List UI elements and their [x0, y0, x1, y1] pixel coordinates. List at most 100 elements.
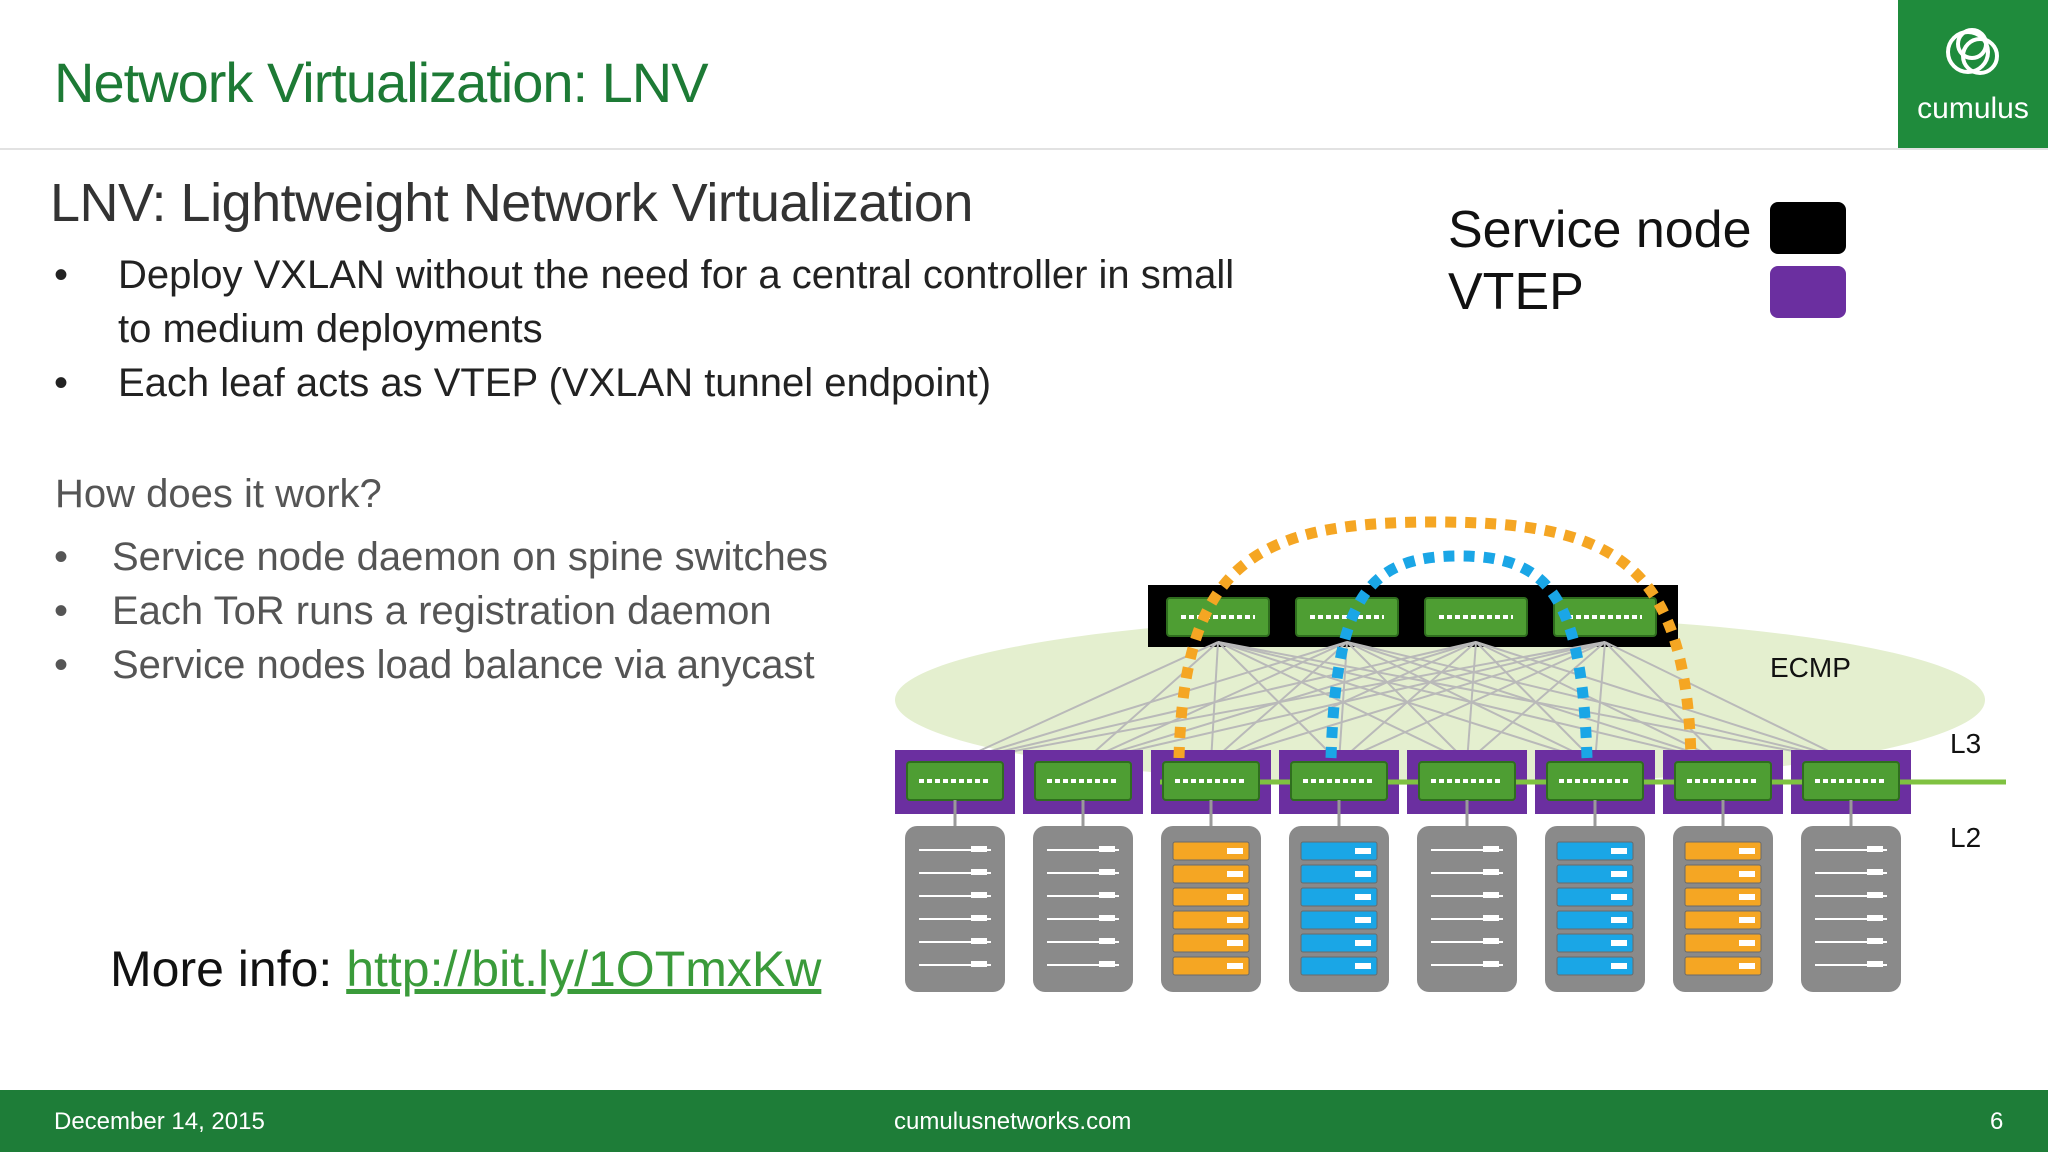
ecmp-link	[1604, 641, 1724, 763]
server-led	[1483, 915, 1499, 921]
server-led	[1739, 917, 1755, 923]
server-slot	[1684, 864, 1762, 884]
server-led	[1099, 869, 1115, 875]
l2-label: L2	[1950, 822, 1982, 853]
cumulus-logo: cumulus	[1898, 0, 2048, 148]
ecmp-link	[1210, 641, 1606, 763]
server-led	[1099, 961, 1115, 967]
server-slot	[1172, 864, 1250, 884]
server-slot	[1172, 910, 1250, 930]
ecmp-link	[1594, 641, 1606, 763]
server-slot	[1300, 887, 1378, 907]
footer-page-number: 6	[1990, 1108, 2004, 1135]
server-led	[1355, 848, 1371, 854]
ecmp-link	[954, 641, 1219, 763]
server-slot	[1300, 933, 1378, 953]
more-info: More info: http://bit.ly/1OTmxKw	[110, 940, 821, 998]
server-led	[1227, 871, 1243, 877]
server-led	[1355, 963, 1371, 969]
server-led	[1611, 940, 1627, 946]
server-slot	[1172, 841, 1250, 861]
server-slot	[1556, 841, 1634, 861]
ecmp-link	[954, 641, 1477, 763]
server-led	[1227, 894, 1243, 900]
server-rack	[905, 826, 1005, 992]
bullet-text: Deploy VXLAN without the need for a cent…	[118, 253, 1235, 351]
server-led	[1355, 917, 1371, 923]
server-led	[1611, 894, 1627, 900]
orange-tunnel	[1173, 516, 1697, 759]
ecmp-link	[1466, 641, 1606, 763]
how-bullet-list: • Service node daemon on spine switches •…	[50, 530, 828, 692]
server-led	[1867, 846, 1883, 852]
server-slot	[1556, 956, 1634, 976]
slide-title: Network Virtualization: LNV	[54, 51, 709, 114]
server-led	[1227, 940, 1243, 946]
server-led	[1611, 917, 1627, 923]
server-slot	[1556, 864, 1634, 884]
slide-subtitle: LNV: Lightweight Network Virtualization	[50, 173, 973, 233]
footer-date: December 14, 2015	[54, 1108, 265, 1135]
l3-label: L3	[1950, 728, 1982, 759]
ecmp-link	[1604, 641, 1852, 763]
server-slot	[1556, 887, 1634, 907]
footer-site: cumulusnetworks.com	[894, 1108, 1132, 1135]
legend-swatch-vtep	[1770, 266, 1846, 318]
server-led	[971, 938, 987, 944]
bullet-dot-icon: •	[54, 253, 69, 297]
server-led	[1099, 938, 1115, 944]
server-led	[1227, 963, 1243, 969]
server-led	[1867, 892, 1883, 898]
header: Network Virtualization: LNV cumulus	[0, 0, 2048, 150]
server-slot	[1684, 887, 1762, 907]
server-rack	[1033, 826, 1133, 992]
server-slot	[1684, 933, 1762, 953]
server-led	[1099, 846, 1115, 852]
server-led	[1355, 871, 1371, 877]
server-led	[971, 892, 987, 898]
more-info-link[interactable]: http://bit.ly/1OTmxKw	[346, 941, 822, 997]
server-led	[1355, 894, 1371, 900]
cumulus-logo-icon	[1946, 28, 1999, 75]
legend-label-vtep: VTEP	[1448, 263, 1584, 321]
server-led	[1739, 963, 1755, 969]
server-slot	[1556, 910, 1634, 930]
footer: December 14, 2015 cumulusnetworks.com 6	[0, 1090, 2048, 1152]
server-slot	[1300, 956, 1378, 976]
bullet-text: Each leaf acts as VTEP (VXLAN tunnel end…	[118, 361, 992, 405]
bullet-text: Service node daemon on spine switches	[112, 535, 828, 579]
ecmp-link	[1338, 641, 1606, 763]
bullet-text: Each ToR runs a registration daemon	[112, 589, 772, 633]
server-led	[971, 846, 987, 852]
legend-label-service-node: Service node	[1448, 201, 1752, 259]
server-led	[1611, 848, 1627, 854]
bullet-item: • Each leaf acts as VTEP (VXLAN tunnel en…	[50, 356, 1250, 410]
bullet-item: • Service node daemon on spine switches	[50, 530, 828, 584]
server-led	[1867, 869, 1883, 875]
intro-bullet-list: • Deploy VXLAN without the need for a cen…	[50, 248, 1250, 410]
server-led	[1739, 940, 1755, 946]
server-led	[1867, 961, 1883, 967]
server-led	[1611, 963, 1627, 969]
server-led	[1099, 915, 1115, 921]
server-slot	[1300, 841, 1378, 861]
legend-swatch-service-node	[1770, 202, 1846, 254]
server-led	[971, 961, 987, 967]
server-led	[1483, 869, 1499, 875]
bullet-dot-icon: •	[54, 535, 69, 579]
server-led	[1483, 938, 1499, 944]
bullet-text: Service nodes load balance via anycast	[112, 643, 815, 687]
server-slot	[1172, 933, 1250, 953]
server-led	[1099, 892, 1115, 898]
logo-wordmark: cumulus	[1917, 92, 2029, 125]
bullet-dot-icon: •	[54, 361, 69, 405]
server-led	[971, 869, 987, 875]
server-rack	[1417, 826, 1517, 992]
bullet-dot-icon: •	[54, 589, 69, 633]
server-slot	[1172, 887, 1250, 907]
ecmp-link	[954, 641, 1348, 763]
server-led	[1867, 915, 1883, 921]
how-heading: How does it work?	[55, 472, 382, 516]
more-info-label: More info:	[110, 941, 347, 997]
